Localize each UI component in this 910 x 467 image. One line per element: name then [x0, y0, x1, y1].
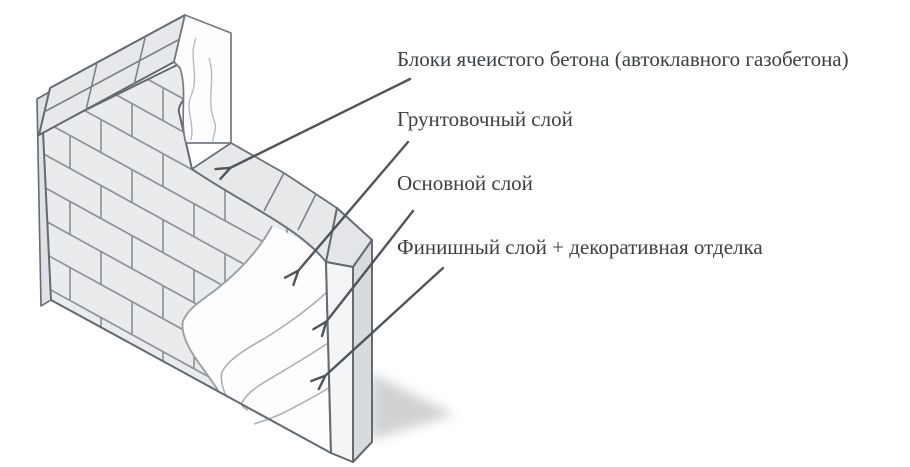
arrow-base: [326, 209, 415, 322]
arrow-blocks: [230, 77, 412, 168]
plaster-boundary-curve: [181, 225, 273, 391]
rear-wall-plastered-end: [173, 14, 232, 144]
label-finish: Финишный слой + декоративная отделка: [397, 235, 763, 259]
arrow-primer: [298, 140, 410, 271]
arrow-finish: [325, 266, 445, 376]
base-coat-curve: [220, 291, 328, 398]
cast-shadow: [370, 373, 455, 440]
callout-arrows: [230, 77, 445, 376]
callout-labels: Блоки ячеистого бетона (автоклавного газ…: [397, 47, 849, 259]
label-blocks: Блоки ячеистого бетона (автоклавного газ…: [397, 47, 849, 71]
label-base: Основной слой: [397, 171, 533, 195]
label-primer: Грунтовочный слой: [397, 107, 573, 131]
wall-end-column: [325, 207, 373, 463]
decor-coat-curve: [253, 386, 331, 425]
finish-coat-curve: [241, 342, 329, 411]
column-right-face: [352, 239, 373, 463]
